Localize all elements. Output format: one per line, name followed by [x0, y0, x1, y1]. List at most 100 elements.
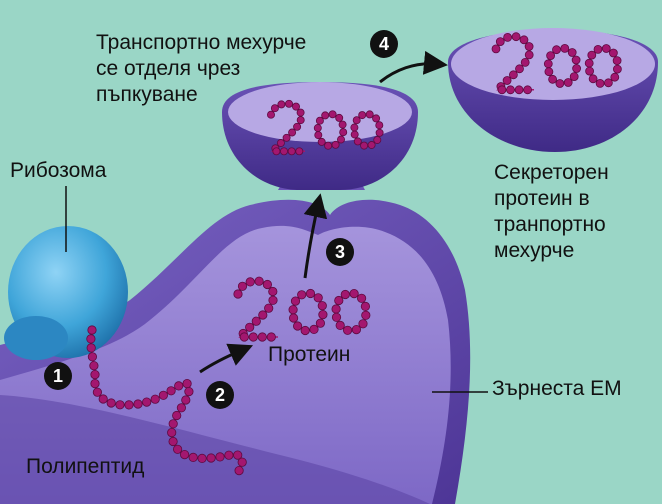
amino-acid-bead [331, 140, 340, 149]
svg-text:2: 2 [215, 385, 225, 405]
amino-acid-bead [548, 74, 557, 84]
amino-acid-bead [350, 123, 359, 132]
budding-vesicle-opening [228, 82, 412, 142]
amino-acid-bead [106, 398, 116, 408]
amino-acid-bead [290, 296, 301, 306]
amino-acid-bead [267, 110, 275, 119]
step-badge-4: 4 [370, 30, 398, 58]
step-badge-1: 1 [44, 362, 72, 390]
amino-acid-bead [309, 324, 319, 334]
amino-acid-bead [197, 453, 207, 463]
amino-acid-bead [567, 48, 577, 57]
amino-acid-bead [584, 58, 594, 68]
amino-acid-bead [497, 85, 507, 95]
amino-acid-bead [239, 332, 249, 342]
amino-acid-bead [352, 116, 361, 125]
amino-acid-bead [173, 444, 183, 454]
amino-acid-bead [360, 301, 370, 311]
amino-acid-bead [351, 324, 361, 335]
amino-acid-bead [331, 304, 341, 314]
amino-acid-bead [337, 135, 345, 144]
amino-acid-bead [86, 343, 96, 353]
amino-acid-bead [285, 99, 293, 108]
amino-acid-bead [188, 452, 198, 462]
amino-acid-bead [292, 102, 300, 111]
amino-acid-bead [502, 76, 512, 85]
amino-acid-bead [350, 130, 359, 139]
amino-acid-bead [524, 50, 534, 60]
label-protein: Протеин [268, 343, 351, 366]
amino-acid-bead [560, 44, 570, 53]
svg-text:3: 3 [335, 242, 345, 262]
amino-acid-bead [245, 322, 255, 332]
amino-acid-bead [92, 387, 103, 397]
amino-acid-bead [509, 70, 518, 80]
amino-acid-bead [115, 400, 125, 410]
amino-acid-bead [206, 453, 216, 463]
label-rough-er: Зърнеста ЕМ [492, 377, 622, 400]
amino-acid-bead [181, 395, 191, 405]
amino-acid-bead [182, 378, 192, 389]
amino-acid-bead [237, 281, 248, 291]
amino-acid-bead [519, 35, 529, 45]
arrow-step-3 [303, 193, 328, 279]
amino-acid-bead [328, 110, 337, 119]
polypeptide-chain [86, 325, 247, 476]
amino-acid-bead [555, 79, 565, 88]
label-polypeptide: Полипептид [26, 455, 145, 478]
amino-acid-bead [572, 64, 581, 73]
amino-acid-bead [361, 310, 371, 320]
amino-acid-bead [563, 78, 573, 87]
amino-acid-bead [520, 58, 530, 67]
amino-acid-bead [524, 42, 534, 51]
folded-protein-er [233, 276, 371, 342]
amino-acid-bead [546, 51, 555, 60]
amino-acid-bead [305, 288, 316, 299]
amino-acid-bead [268, 295, 278, 305]
label-ribosome: Рибозома [10, 159, 107, 182]
amino-acid-bead [295, 147, 304, 156]
amino-acid-bead [375, 121, 384, 130]
amino-acid-bead [375, 128, 384, 137]
amino-acid-bead [300, 325, 310, 336]
amino-acid-bead [288, 128, 297, 137]
svg-text:4: 4 [379, 34, 389, 54]
protein-secretory-vesicle [491, 32, 622, 95]
amino-acid-bead [237, 457, 247, 467]
amino-acid-bead [264, 303, 274, 313]
ribosome [4, 226, 128, 360]
amino-acid-bead [365, 110, 374, 119]
amino-acid-bead [180, 449, 190, 460]
amino-acid-bead [315, 116, 324, 125]
amino-acid-bead [356, 293, 367, 303]
amino-acid-bead [593, 45, 603, 54]
amino-acid-bead [98, 394, 108, 404]
amino-acid-bead [293, 122, 302, 131]
amino-acid-bead [314, 131, 323, 140]
amino-acid-bead [254, 276, 264, 286]
amino-acid-bead [276, 139, 285, 147]
amino-acid-bead [523, 85, 532, 95]
amino-acid-bead [313, 293, 323, 303]
amino-acid-bead [133, 399, 143, 409]
amino-acid-bead [604, 78, 613, 88]
amino-acid-bead [224, 450, 234, 460]
amino-acid-bead [595, 79, 605, 88]
amino-acid-bead [87, 325, 97, 335]
amino-acid-bead [296, 108, 305, 117]
amino-acid-bead [503, 33, 512, 42]
amino-acid-bead [245, 277, 255, 287]
amino-acid-bead [349, 288, 359, 299]
amino-acid-bead [248, 332, 258, 342]
amino-acid-bead [609, 48, 618, 58]
amino-acid-bead [297, 290, 307, 300]
amino-acid-bead [184, 386, 194, 397]
amino-acid-bead [89, 361, 99, 371]
amino-acid-bead [124, 400, 134, 410]
amino-acid-bead [168, 436, 178, 447]
amino-acid-bead [601, 44, 611, 53]
amino-acid-bead [585, 66, 594, 76]
amino-acid-bead [334, 295, 344, 306]
amino-acid-bead [262, 279, 272, 290]
